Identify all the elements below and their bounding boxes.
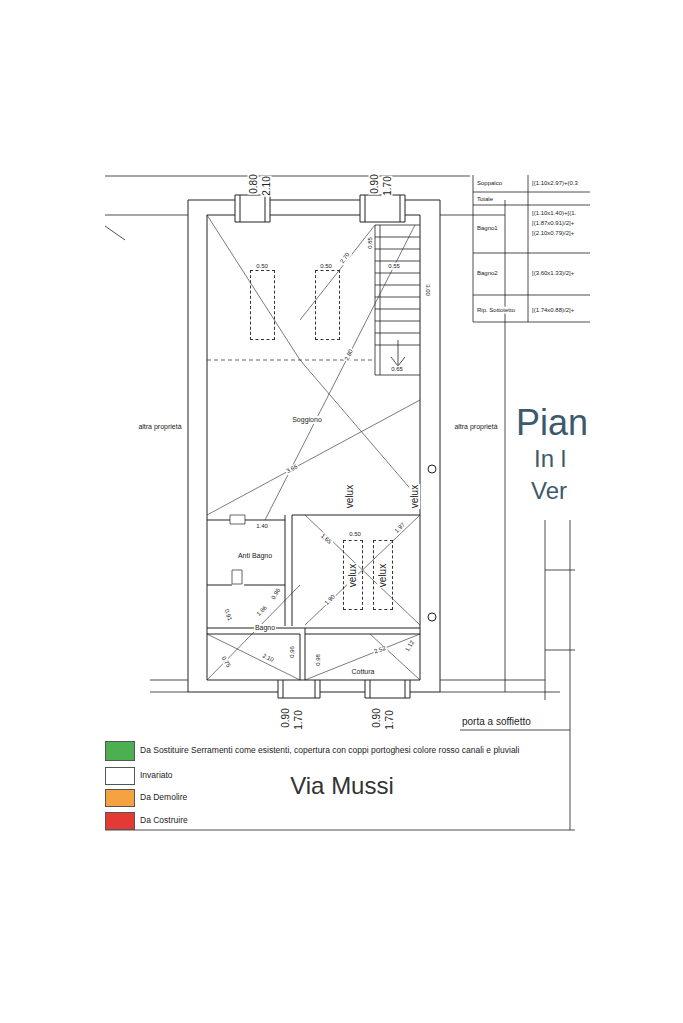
area-table-grid (473, 175, 590, 322)
dimension-label: 0.75 (220, 654, 233, 669)
dimension-label: 1.97 (393, 521, 407, 535)
dimension-label: altra proprietà (137, 423, 182, 431)
dimension-label: 0.85 (367, 236, 374, 250)
dimension-label: 0.98 (315, 653, 322, 667)
dimension-label: 0.55 (387, 263, 401, 270)
dimension-label: 2.10 (260, 652, 275, 664)
dimension-label: 1.70 (384, 709, 395, 730)
downpipe (428, 613, 436, 621)
interior-walls (207, 515, 420, 680)
heading-text: Via Mussi (289, 773, 395, 799)
table-cell: [(3.60x1.33)/2]+ (531, 270, 575, 277)
skylight-box: velux (373, 540, 393, 610)
dimension-label: 1.40 (255, 523, 269, 530)
door-marks (230, 515, 245, 584)
room-area: Cottura (305, 634, 420, 680)
room-name: Soggiono (291, 416, 323, 424)
dimension-label: 1.86 (255, 604, 269, 618)
downpipe (428, 465, 436, 473)
dimension-label: altra proprietà (453, 423, 498, 431)
table-cell: Bagno2 (476, 270, 499, 277)
table-cell: Soppalco (476, 180, 503, 187)
room-name: Anti Bagno (237, 552, 273, 560)
skylight-label: velux (378, 562, 389, 587)
room-name: Cottura (351, 668, 376, 676)
room-area: Soggiono velux velux (207, 215, 420, 515)
legend-row: Da Sostituire Serramenti come esistenti,… (105, 741, 665, 761)
dimension-label: 2.10 (261, 175, 272, 196)
table-cell: Totale (476, 196, 494, 203)
sheet-lines (105, 520, 575, 830)
dimension-label: 0.96 (270, 586, 283, 601)
outer-walls (188, 200, 440, 692)
dimension-label: 1.65 (319, 532, 334, 546)
dimension-diagonals (207, 215, 420, 680)
heading-text: Pian (515, 403, 589, 443)
window-frames (235, 195, 410, 698)
table-cell: [(1.10x1.40)+[(1. (531, 210, 577, 217)
dimension-label: 0.50 (319, 263, 333, 270)
dimension-label: 2.80 (343, 347, 355, 362)
table-cell: [(1.74x0.88)/2]+ (531, 307, 575, 314)
table-cell: [(2.10x0.79)/2]+ (531, 230, 575, 237)
room-name: Bagno (254, 624, 276, 632)
dimension-label: 0.65 (390, 366, 404, 373)
dimension-label: 0.50 (255, 263, 269, 270)
skylight-box: velux (343, 540, 363, 610)
legend-text: Da Demolire (140, 793, 187, 802)
dimension-label: 1.70 (293, 709, 304, 730)
dimension-label: 1.12 (404, 638, 417, 653)
dimension-label: 0.90 (280, 707, 291, 728)
legend-swatch (105, 741, 135, 761)
legend-row: Da Demolire (105, 789, 665, 807)
skylight-box: velux (250, 270, 275, 340)
room-area: Anti Bagno (207, 520, 285, 585)
dimension-label: 3.00 (425, 283, 432, 297)
dimension-label: 1.90 (323, 593, 337, 607)
dimension-label: 0.90 (371, 707, 382, 728)
table-cell: [(1.10x2.97)+(0.3 (531, 180, 579, 187)
dimension-label: 0.80 (248, 173, 259, 194)
skylight-label: velux (348, 562, 359, 587)
heading-text: In l (533, 446, 567, 472)
legend-swatch (105, 767, 135, 785)
dimension-label: porta a soffietto (461, 716, 532, 727)
legend-text: Da Sostituire Serramenti come esistenti,… (140, 746, 519, 755)
dimension-label: 2.52 (372, 645, 387, 656)
dimension-label: 0.50 (348, 531, 362, 538)
skylight-label: velux (344, 484, 355, 509)
dimension-label: 0.96 (289, 645, 296, 659)
legend-row: Da Costruire (105, 812, 665, 830)
table-cell: Rip. Sottotetto (476, 307, 516, 314)
dimension-label: 1.70 (382, 175, 393, 196)
table-cell: Bagno1 (476, 225, 499, 232)
legend-text: Invariato (140, 771, 173, 780)
legend-row: Invariato (105, 767, 665, 785)
skylight-label: velux (409, 484, 420, 509)
legend-swatch (105, 812, 135, 830)
dimension-label: 2.70 (338, 251, 351, 266)
dimension-label: 3.66 (284, 463, 299, 475)
heading-text: Ver (530, 478, 568, 504)
stair (375, 225, 420, 375)
legend-swatch (105, 789, 135, 807)
table-cell: [(1.87x0.91)/2]+ (531, 220, 575, 227)
dimension-label: 0.90 (369, 173, 380, 194)
skylight-box: velux (315, 270, 340, 340)
legend-text: Da Costruire (140, 816, 188, 825)
dimension-label: 0.91 (223, 607, 234, 622)
